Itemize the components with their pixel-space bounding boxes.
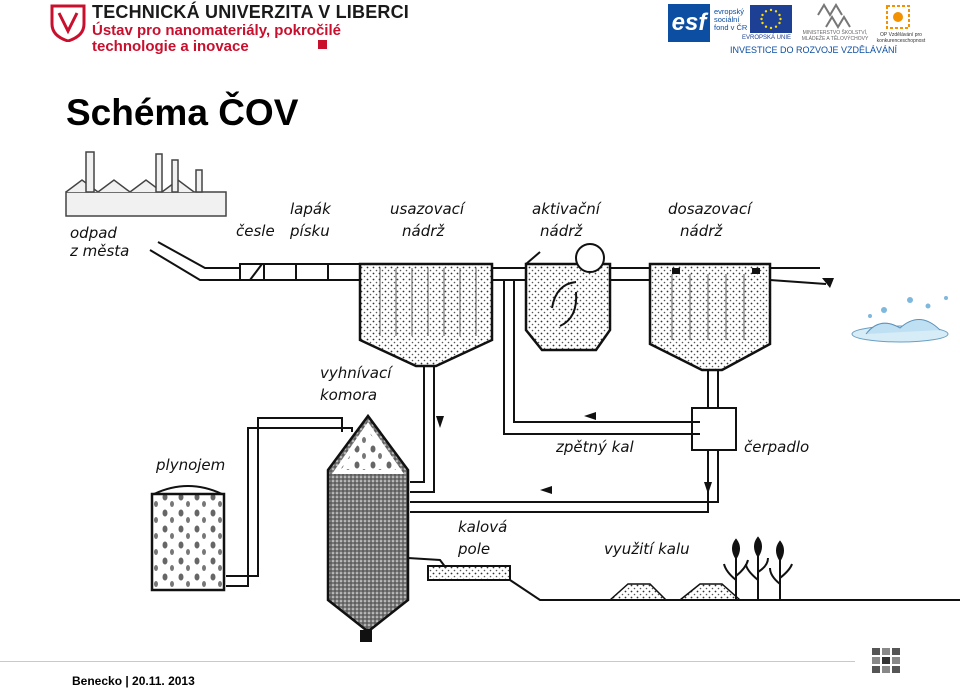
investice-text: INVESTICE DO ROZVOJE VZDĚLÁVÁNÍ xyxy=(730,45,898,55)
university-shield-icon xyxy=(50,4,86,42)
label-kalova: kalová xyxy=(458,518,507,536)
slide-title: Schéma ČOV xyxy=(66,92,299,133)
label-usazovaci: usazovací xyxy=(390,200,466,218)
esf-text-line3: fond v ČR xyxy=(714,23,748,32)
footer-text: Benecko | 20.11. 2013 xyxy=(72,674,195,688)
label-z-mesta: z města xyxy=(69,242,129,260)
plant-icon xyxy=(723,536,793,600)
label-nadrz-1: nádrž xyxy=(402,222,445,240)
label-vyhnivaci: vyhnívací xyxy=(320,364,393,382)
op-logo-icon xyxy=(886,5,910,29)
label-cesle: česle xyxy=(236,222,275,240)
factory-icon xyxy=(65,151,227,217)
eu-label: EVROPSKÁ UNIE xyxy=(742,35,792,41)
primary-settling-tank xyxy=(358,262,494,368)
institute-name-line1: Ústav pro nanomateriály, pokročilé xyxy=(92,22,341,39)
label-pole: pole xyxy=(457,540,490,558)
esf-text-line2: sociální xyxy=(714,15,740,24)
label-vyuziti-kalu: využití kalu xyxy=(604,540,690,558)
wastewater-plant-diagram: odpad z města česle lapák písku usazovac… xyxy=(65,151,960,642)
eu-flag-icon xyxy=(750,5,792,33)
university-name: TECHNICKÁ UNIVERZITA V LIBERCI xyxy=(92,2,410,22)
esf-logo: esf xyxy=(668,4,710,42)
footer-grid-logo-icon xyxy=(872,648,900,673)
label-komora: komora xyxy=(320,386,377,404)
footer-divider xyxy=(0,661,855,662)
label-odpad: odpad xyxy=(70,224,117,242)
label-cerpadlo: čerpadlo xyxy=(744,438,809,456)
label-dosazovaci: dosazovací xyxy=(668,200,753,218)
label-plynojem: plynojem xyxy=(155,456,225,474)
sludge-beds xyxy=(427,565,960,601)
activation-tank xyxy=(524,243,612,352)
digester xyxy=(326,413,447,642)
msmt-logo-icon xyxy=(817,3,851,29)
brand-square xyxy=(318,40,327,49)
gas-holder xyxy=(150,485,226,592)
label-nadrz-2: nádrž xyxy=(540,222,583,240)
label-zpetny-kal: zpětný kal xyxy=(555,438,635,456)
label-nadrz-3: nádrž xyxy=(680,222,723,240)
water-splash-icon xyxy=(851,296,949,343)
label-pisku: písku xyxy=(289,222,330,240)
institute-name-line2: technologie a inovace xyxy=(92,38,249,55)
label-lapak: lapák xyxy=(290,200,332,218)
secondary-settling-tank xyxy=(648,262,772,372)
label-aktivacni: aktivační xyxy=(532,200,602,218)
esf-text-line1: evropský xyxy=(714,7,745,16)
msmt-label: MINISTERSTVO ŠKOLSTVÍ, MLÁDEŽE A TĚLOVÝC… xyxy=(801,30,869,42)
op-label: OP Vzdělávání pro konkurenceschopnost xyxy=(876,32,926,44)
